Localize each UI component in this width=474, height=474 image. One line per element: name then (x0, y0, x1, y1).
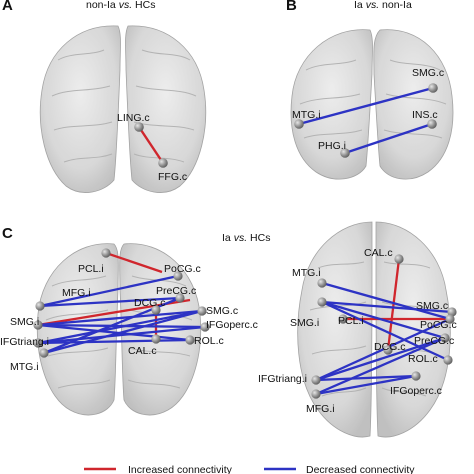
edge-pcl-pocg (105, 251, 163, 274)
legend-increased-label: Increased connectivity (128, 464, 233, 474)
label-ifgoperc-c: IFGoperc.c (206, 319, 258, 331)
panel-b: B Ia vs. non-Ia SMG.c MTG.i INS.c PHG.i (286, 0, 454, 180)
edge-phg-ins (344, 122, 433, 155)
node-smg-c-axial (447, 307, 457, 317)
node-smg-c-c (197, 306, 207, 316)
label-pcl-i: PCL.i (78, 263, 104, 275)
label-smg-c-c: SMG.c (206, 305, 238, 317)
panel-c-letter: C (2, 225, 13, 242)
panel-a-title: non-Ia vs. HCs (86, 0, 155, 11)
node-cal-c-axial (394, 254, 404, 264)
node-mtg-i-axial (317, 278, 327, 288)
edge-smgi-smgc2 (37, 309, 203, 327)
label-dcg-c-axial: DCG.c (374, 341, 406, 353)
label-mfg-i-axial: MFG.i (306, 403, 335, 415)
node-dcg-c (151, 305, 161, 315)
label-smg-i-axial: SMG.i (290, 317, 319, 329)
node-mtg-i (294, 119, 304, 129)
panel-b-title: Ia vs. non-Ia (354, 0, 412, 11)
edge-ifgtriang-smgc (37, 309, 203, 345)
label-mtg-i: MTG.i (292, 109, 321, 121)
label-rol-c: ROL.c (194, 335, 224, 347)
label-ffg-c: FFG.c (158, 171, 187, 183)
edge-mfg-precg-axial (315, 336, 446, 396)
edge-mtgi-smgc (43, 309, 203, 355)
edge-mfg-pocg (39, 274, 179, 308)
node-mtg-i-c (39, 348, 49, 358)
label-pocg-c: PoCG.c (164, 263, 201, 275)
label-rol-c-axial: ROL.c (408, 353, 438, 365)
label-mfg-i: MFG.i (62, 287, 91, 299)
node-ifgoperc-c-axial (411, 371, 421, 381)
label-phg-i: PHG.i (318, 140, 346, 152)
brain-a (39, 25, 207, 193)
node-ffg-c (158, 158, 168, 168)
legend: Increased connectivity Decreased connect… (84, 464, 415, 474)
edge-ling-ffg (138, 126, 164, 164)
label-pcl-i-axial: PCL.i (338, 315, 364, 327)
label-precg-c: PreCG.c (156, 285, 196, 297)
node-precg-c (175, 293, 185, 303)
node-mfg-i-axial (311, 389, 321, 399)
label-dcg-c: DCG.c (134, 297, 166, 309)
label-ifgtriang-i-axial: IFGtriang.i (258, 373, 307, 385)
node-dcg-c-axial (383, 345, 393, 355)
node-ifgtriang-i-axial (311, 375, 321, 385)
node-ins-c (427, 119, 437, 129)
label-ling-c: LING.c (117, 112, 150, 124)
node-pocg-c (173, 271, 183, 281)
edge-ifgtriang-ifgoperc-axial (315, 374, 417, 382)
node-rol-c-axial (443, 355, 453, 365)
edge-smgi-rol (37, 323, 191, 342)
node-smg-i-axial (317, 297, 327, 307)
panel-a-letter: A (2, 0, 13, 14)
node-pocg-c-axial (445, 314, 455, 324)
label-mtg-i-c: MTG.i (10, 361, 39, 373)
edge-ifgtriang-rol (37, 338, 191, 345)
edge-smgi-smgc-axial (321, 300, 453, 314)
node-ling-c (134, 122, 144, 132)
edge-mfg-precg (39, 296, 181, 308)
label-precg-c-axial: PreCG.c (414, 335, 454, 347)
label-mtg-i-axial: MTG.i (292, 267, 321, 279)
label-ifgtriang-i: IFGtriang.i (0, 336, 49, 348)
label-cal-c: CAL.c (128, 345, 157, 357)
edge-ifgtriang-ifgoperc (37, 325, 206, 345)
edge-mfg-ifgoperc-axial (315, 374, 417, 396)
label-smg-c-axial: SMG.c (416, 300, 448, 312)
node-mfg-i (35, 301, 45, 311)
node-smg-c (428, 83, 438, 93)
node-phg-i (340, 148, 350, 158)
legend-decreased-label: Decreased connectivity (306, 464, 415, 474)
panel-a: A non-Ia vs. HCs LING.c FFG.c (2, 0, 207, 193)
edge-mtg-pocg-axial (321, 281, 451, 321)
label-cal-c-axial: CAL.c (364, 247, 393, 259)
label-ins-c: INS.c (412, 109, 438, 121)
label-ifgoperc-c-axial: IFGoperc.c (390, 385, 442, 397)
panel-b-letter: B (286, 0, 297, 14)
node-ifgtriang-i (33, 338, 43, 348)
node-smg-i (33, 320, 43, 330)
panel-c-title: Ia vs. HCs (222, 232, 270, 244)
node-precg-c-axial (440, 333, 450, 343)
edge-smgi-precg-axial (321, 300, 446, 340)
node-pcl-i (101, 248, 111, 258)
edge-mtg-smg (298, 86, 434, 126)
edge-cal-dcg-axial (386, 258, 401, 351)
edge-ifgtriang-precg-axial (315, 336, 446, 382)
panel-c: C Ia vs. HCs PC (0, 221, 457, 438)
label-pocg-c-axial: PoCG.c (420, 319, 457, 331)
node-rol-c (185, 335, 195, 345)
label-smg-c: SMG.c (412, 67, 444, 79)
node-ifgoperc-c (200, 322, 210, 332)
node-pcl-i-axial (338, 314, 348, 324)
label-smg-i: SMG.i (10, 316, 39, 328)
edge-ifgtriang-pocg-axial (315, 317, 451, 382)
edge-smgi-rol-axial (321, 300, 449, 362)
brain-b (290, 29, 454, 180)
node-cal-c (151, 334, 161, 344)
